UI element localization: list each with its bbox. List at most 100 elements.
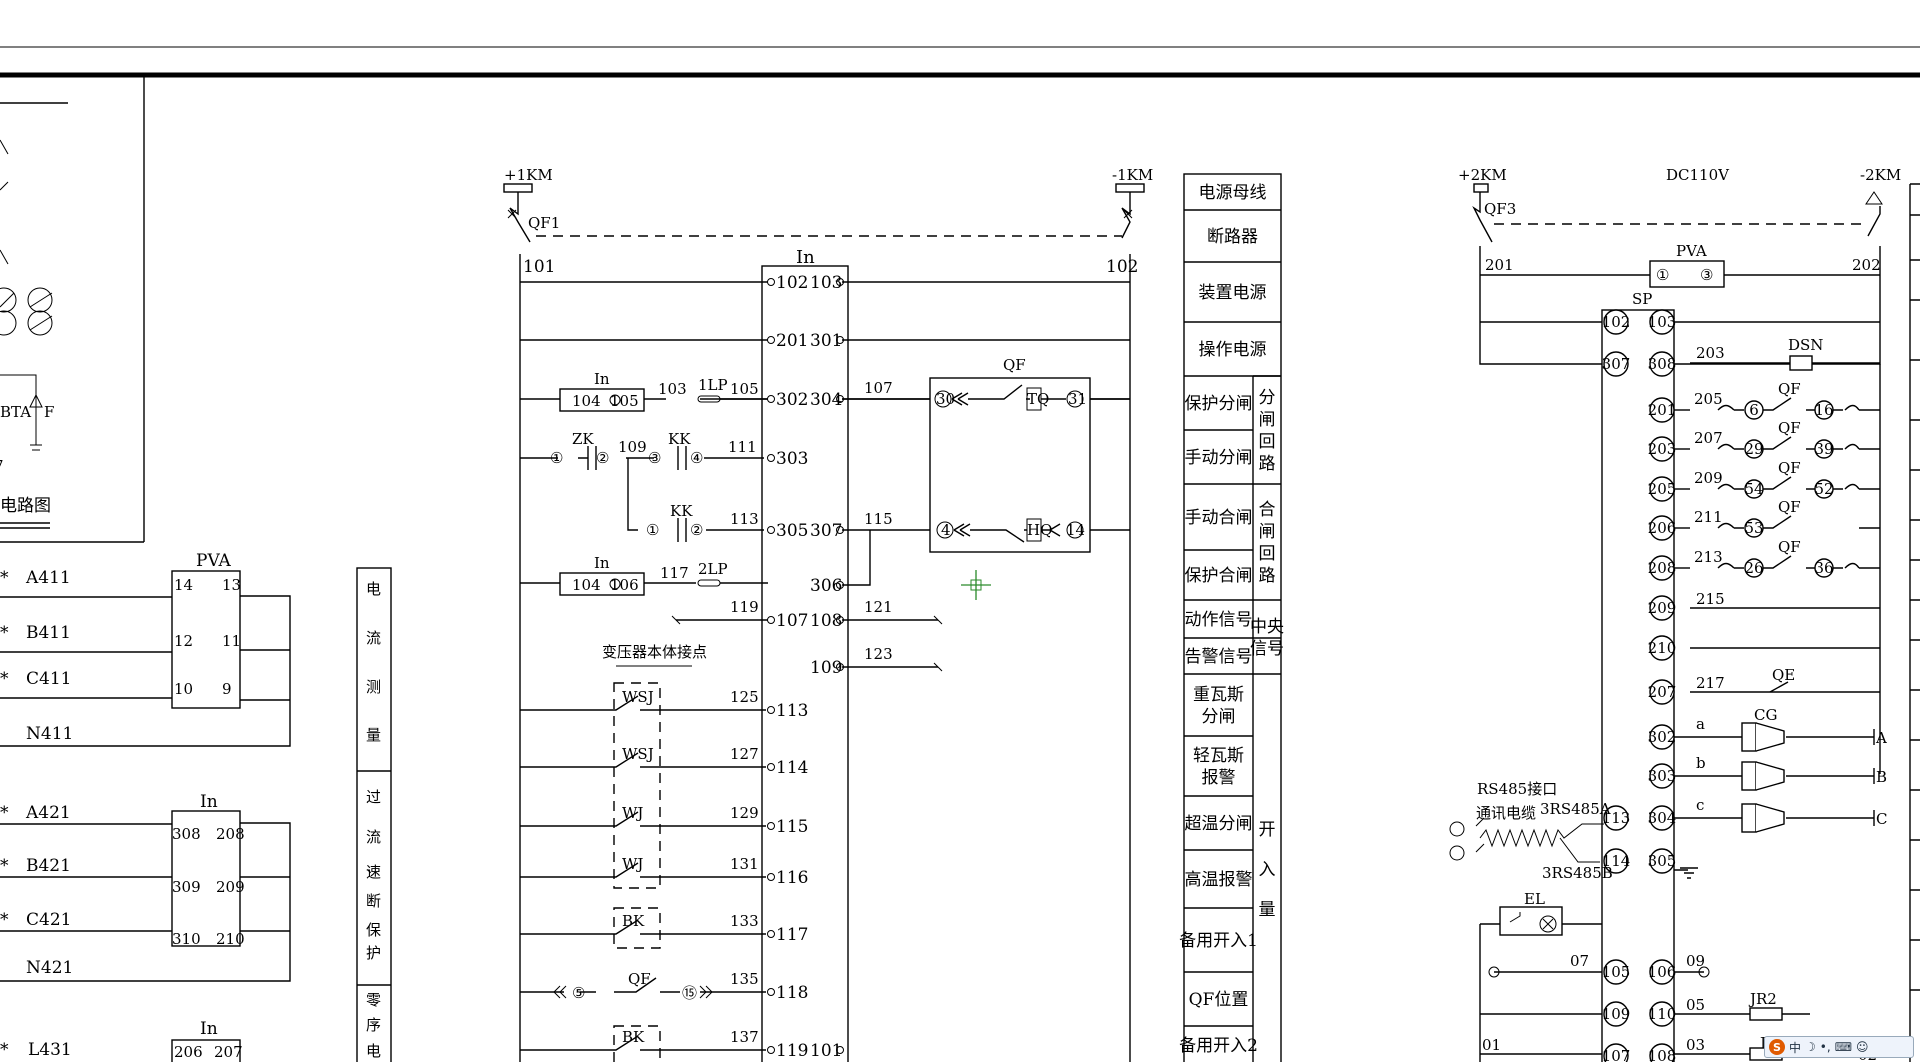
in-terminal-right: 304 (810, 390, 842, 410)
qf-row-node: 213 (1694, 548, 1723, 566)
function-side-label: 闸 (1259, 410, 1276, 430)
side-char: 护 (366, 944, 381, 962)
svg-text:03: 03 (1686, 1036, 1705, 1054)
in-terminal-left: 201 (776, 331, 808, 351)
contact-wire (520, 811, 766, 827)
svg-text:QF3: QF3 (1484, 200, 1516, 218)
in-terminal-left: 303 (776, 449, 808, 469)
punctuation-icon[interactable]: •, (1819, 1040, 1831, 1054)
svg-text:EL: EL (1524, 890, 1545, 908)
svg-text:308: 308 (1648, 355, 1677, 373)
in-terminal-right: 108 (810, 611, 842, 631)
contact-wire (520, 752, 766, 768)
function-cell: 分闸 (1202, 707, 1236, 727)
side-char: 序 (366, 1016, 381, 1034)
circuit-diagram-caption: 电路图 (0, 496, 51, 516)
side-char: 、 (366, 858, 381, 876)
minus-1km-label: -1KM (1112, 166, 1153, 184)
ct-star-icon: * (0, 856, 9, 876)
svg-text:117: 117 (660, 564, 689, 582)
right-block: +2KM DC110V -2KM QF3 201 202 PVA ① ③ SP … (1449, 166, 1920, 1062)
in-terminal-right: 301 (810, 331, 842, 351)
in-terminal-left: 102 (776, 273, 808, 293)
function-side-label: 开 (1259, 820, 1276, 840)
line-label: B421 (26, 856, 71, 876)
qf-contact-a: 53 (1744, 519, 1763, 537)
function-cell: 装置电源 (1199, 283, 1267, 303)
in-box1 (559, 388, 645, 412)
pva-terminal-label: 10 (174, 680, 193, 698)
svg-text:215: 215 (1696, 590, 1725, 608)
function-cell: 电源母线 (1199, 183, 1267, 203)
sp-terminal-left (1603, 959, 1629, 985)
svg-text:207: 207 (1648, 683, 1677, 701)
qf-row-node: 207 (1694, 429, 1723, 447)
line-l431: L431 (28, 1040, 72, 1060)
contact-node: 135 (730, 970, 759, 988)
in-terminal-left: 119 (776, 1041, 808, 1061)
function-cell: 备用开入2 (1179, 1036, 1258, 1056)
svg-text:201: 201 (1648, 401, 1677, 419)
qf-contact-a: 6 (1749, 401, 1759, 419)
svg-text:KK: KK (670, 502, 693, 520)
svg-text:119: 119 (730, 598, 759, 616)
in-title: In (200, 792, 218, 812)
sp-terminal-right (1649, 679, 1675, 705)
sp-label: SP (1632, 290, 1652, 308)
svg-text:③: ③ (648, 449, 661, 467)
svg-text:09: 09 (1686, 952, 1705, 970)
function-side-label: 路 (1259, 566, 1276, 586)
qf-box (929, 377, 1091, 553)
in-terminal-right: 307 (810, 521, 842, 541)
qf-label: QF (1778, 419, 1801, 437)
svg-text:205: 205 (1648, 480, 1677, 498)
qf-box-label: QF (1003, 356, 1026, 374)
in-terminal-left: 117 (776, 925, 808, 945)
svg-text:31: 31 (1068, 390, 1087, 408)
svg-text:⑤: ⑤ (572, 984, 585, 1002)
in-terminal-left: 302 (776, 390, 808, 410)
svg-text:304: 304 (1648, 809, 1677, 827)
function-side-label: 合 (1259, 500, 1276, 520)
ct-star-icon: * (0, 568, 9, 588)
in-terminal-right: 109 (810, 658, 842, 678)
svg-text:106: 106 (610, 576, 639, 594)
sogou-icon[interactable]: S (1769, 1039, 1785, 1055)
qf-label: QF (1778, 459, 1801, 477)
side-char: 断 (366, 892, 381, 910)
pva-title: PVA (196, 551, 232, 571)
svg-text:206: 206 (1648, 519, 1677, 537)
current-lines-group2: A421*B421*C421*N421 (0, 803, 172, 978)
svg-text:CG: CG (1754, 706, 1777, 724)
qf-row-node: 209 (1694, 469, 1723, 487)
contact-node: 125 (730, 688, 759, 706)
svg-text:115: 115 (864, 510, 893, 528)
svg-text:109: 109 (618, 438, 647, 456)
moon-icon[interactable]: ☽ (1805, 1040, 1816, 1054)
in-column-title: In (796, 247, 815, 268)
ime-toolbar[interactable]: S 中 ☽ •, ⌨ ☺ (1764, 1036, 1914, 1058)
in-terminal-right: 306 (810, 576, 842, 596)
sp-terminal-left (1603, 805, 1629, 831)
svg-text:103: 103 (1648, 313, 1677, 331)
svg-text:In: In (594, 370, 610, 388)
function-side-label: 入 (1259, 860, 1276, 880)
qf-contact-a: 54 (1744, 480, 1763, 498)
function-side-label: 闸 (1259, 522, 1276, 542)
sp-terminal-left (1603, 1043, 1629, 1062)
qf-contact-a: 29 (1744, 440, 1763, 458)
svg-text:-2KM: -2KM (1860, 166, 1901, 184)
sp-terminal-left (1603, 848, 1629, 874)
svg-text:109: 109 (1602, 1005, 1631, 1023)
qf-contact-b: 36 (1814, 559, 1833, 577)
svg-text:RS485接口: RS485接口 (1477, 780, 1557, 798)
svg-text:104: 104 (572, 392, 601, 410)
svg-text:2LP: 2LP (698, 560, 728, 578)
user-icon[interactable]: ☺ (1856, 1040, 1869, 1054)
phase-label-lower: b (1696, 754, 1706, 772)
ime-mode-label[interactable]: 中 (1789, 1040, 1802, 1055)
phase-label-upper: A (1875, 729, 1887, 747)
keyboard-icon[interactable]: ⌨ (1834, 1040, 1853, 1054)
